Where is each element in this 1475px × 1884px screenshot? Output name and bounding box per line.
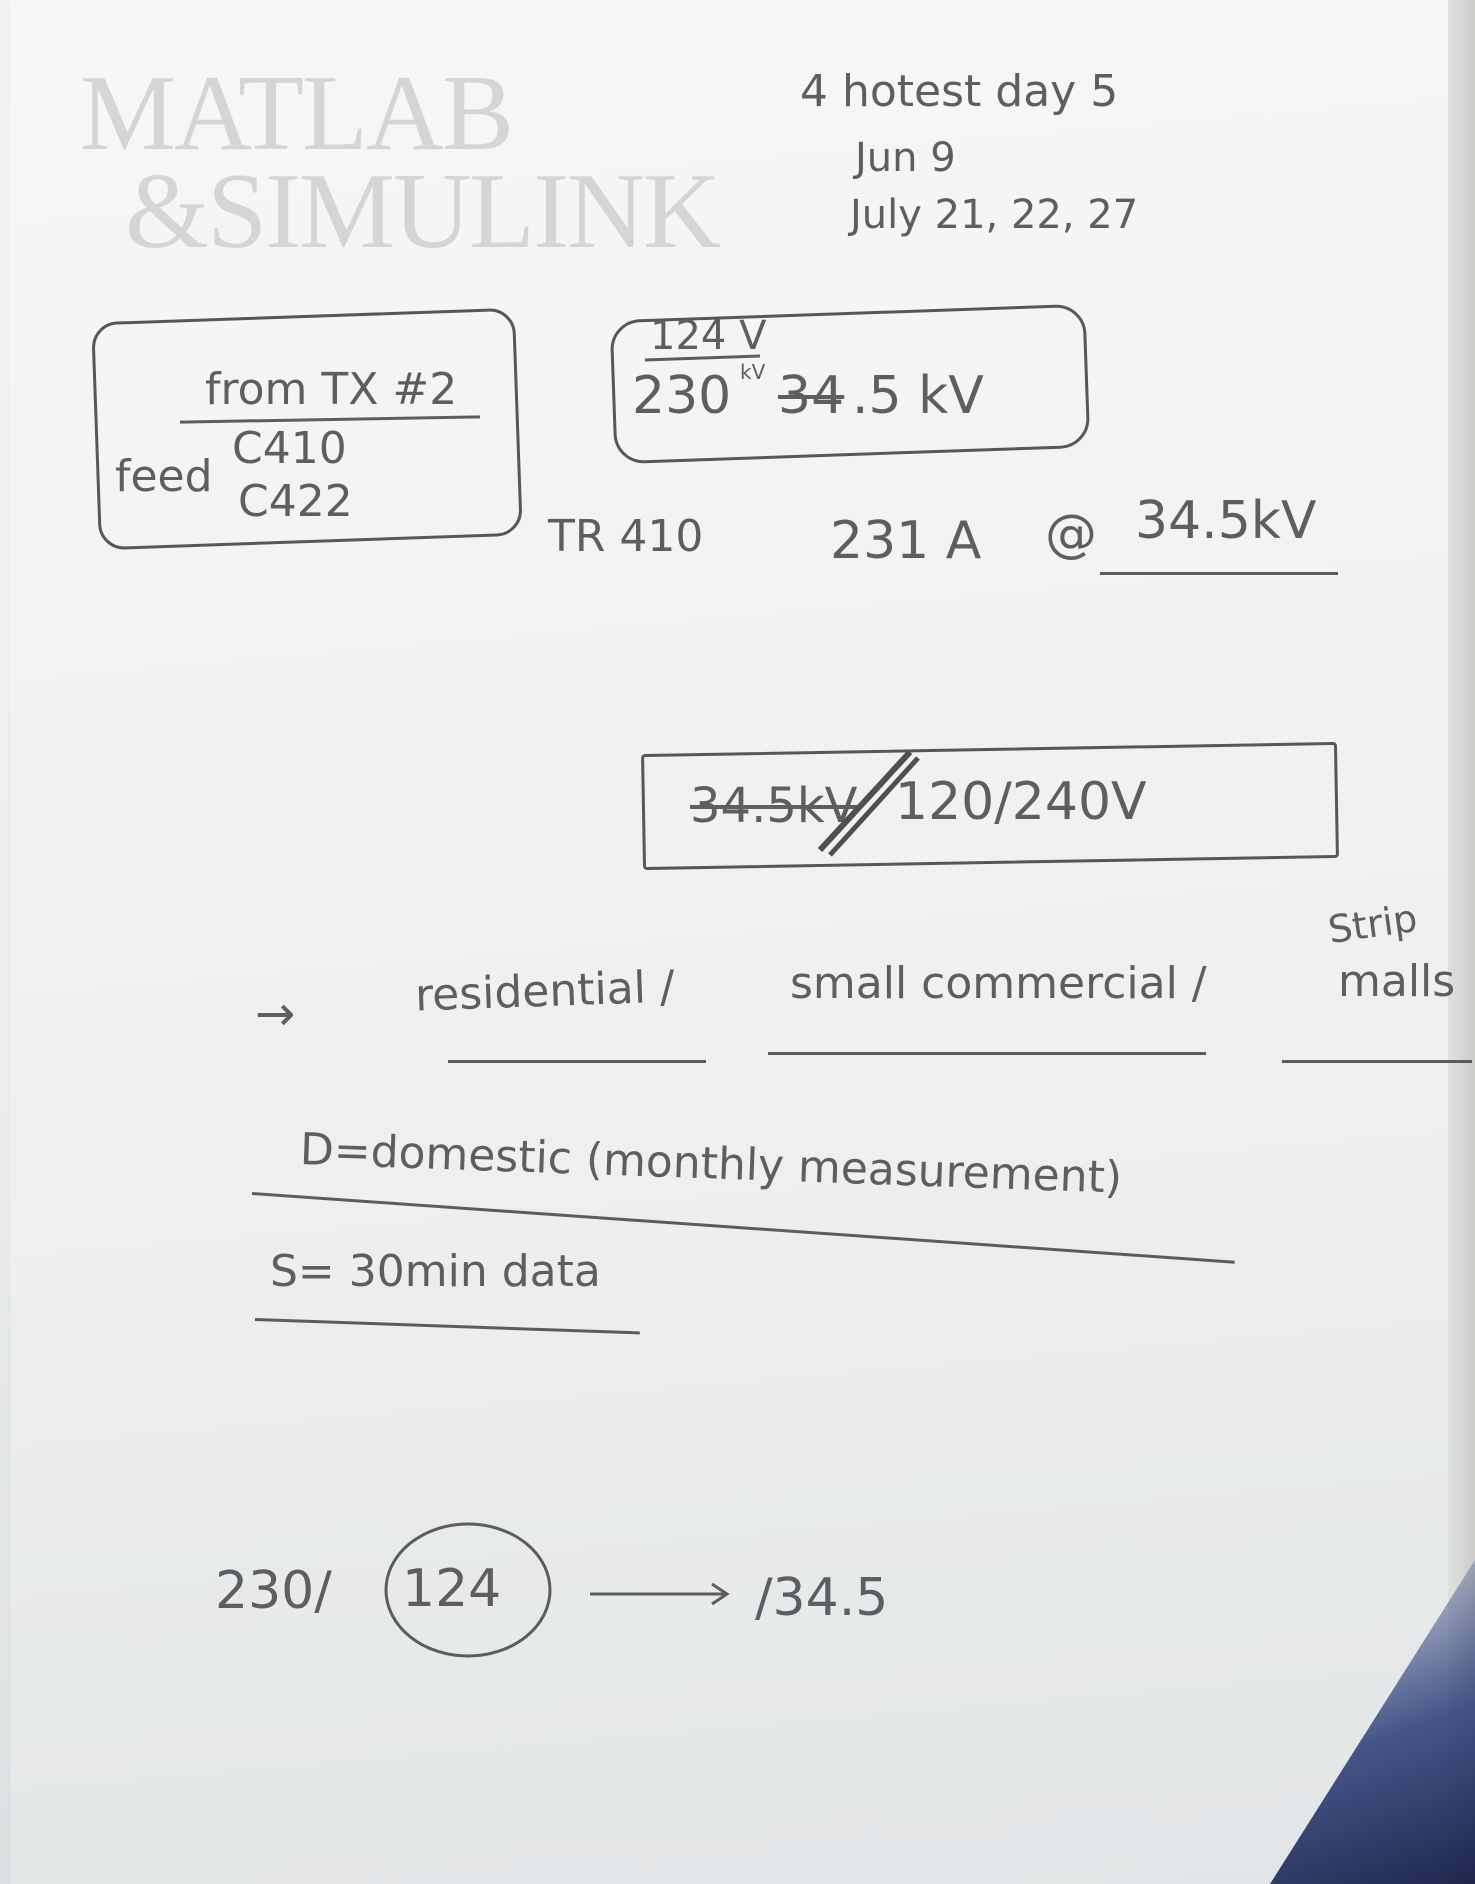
feed-label: feed (115, 451, 213, 502)
watermark-line2: &SIMULINK (125, 152, 721, 271)
voltage-230: 230 (632, 366, 732, 426)
load-small-commercial: small commercial / (790, 958, 1207, 1009)
arrow-icon: → (255, 986, 296, 1042)
load-strip: Strip (1325, 895, 1420, 953)
current-voltage: 34.5kV (1135, 491, 1317, 551)
commercial-underline (768, 1052, 1206, 1055)
chain-124-circled: 124 (402, 1559, 502, 1619)
voltage-124v: 124 V (650, 313, 767, 359)
load-malls: malls (1338, 956, 1456, 1007)
notebook-page (10, 0, 1450, 1884)
secondary-struck: 34.5kV (690, 778, 858, 834)
voltage-34-struck: 34 (778, 366, 845, 426)
top-note-line2: Jun 9 (855, 135, 956, 181)
top-note-line1: 4 hotest day 5 (800, 66, 1119, 117)
secondary-value: 120/240V (895, 772, 1147, 832)
legend-30min: S= 30min data (270, 1246, 601, 1297)
from-tx-title: from TX #2 (205, 364, 458, 415)
chain-230: 230/ (215, 1561, 332, 1621)
watermark-line1: MATLAB (80, 54, 514, 173)
voltage-345kv: .5 kV (852, 366, 984, 426)
voltage-kv-superscript: kV (740, 360, 766, 384)
top-note-line3: July 21, 22, 27 (850, 192, 1139, 238)
chain-345: /34.5 (755, 1568, 889, 1628)
feed-c422: C422 (238, 476, 353, 527)
residential-underline (448, 1060, 706, 1063)
feed-c410: C410 (232, 423, 347, 474)
malls-underline (1282, 1060, 1472, 1063)
current-value: 231 A (830, 511, 982, 571)
transformer-label: TR 410 (548, 511, 704, 562)
current-voltage-underline (1100, 572, 1338, 575)
at-symbol: @ (1045, 504, 1097, 564)
load-residential: residential / (414, 961, 676, 1022)
